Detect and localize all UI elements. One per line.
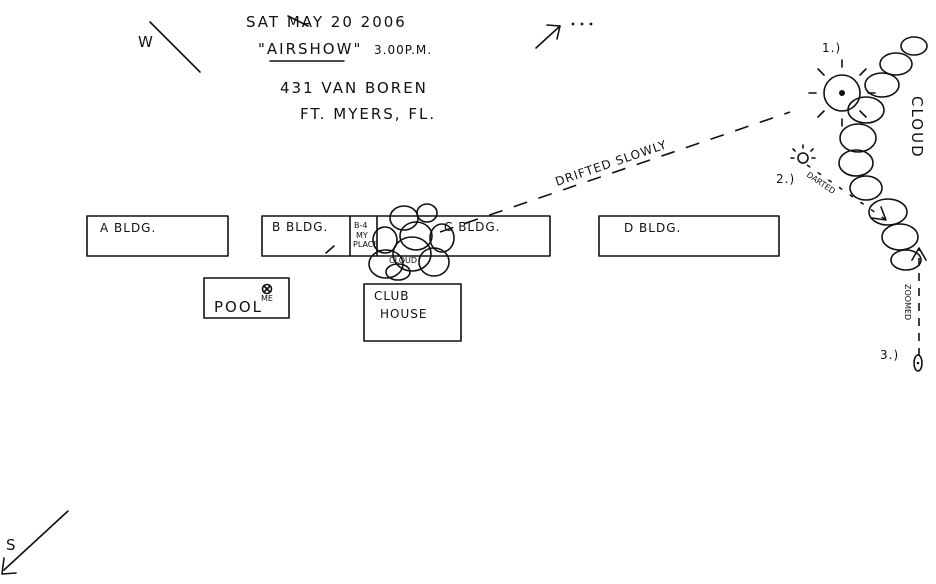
position-1-label: 1.) [822,41,841,55]
club-house-label-line2: HOUSE [380,307,427,321]
position-3-label: 3.) [880,348,899,362]
compass-west-label: W [138,33,155,51]
building-d-label: D BLDG. [624,221,681,235]
header-event: "AIRSHOW" [258,40,362,58]
drift-path-dashed [440,112,790,232]
compass-south-label: S [6,536,18,554]
building-a-label: A BLDG. [100,221,156,235]
header-address-line1: 431 VAN BOREN [280,79,428,97]
position-2-label: 2.) [776,172,795,186]
pointer-tick [326,246,334,253]
me-position-marker [263,285,272,294]
me-label: ME [261,294,273,303]
header-address-line2: FT. MYERS, FL. [300,105,436,123]
club-house-label-line1: CLUB [374,289,409,303]
header-date: SAT MAY 20 2006 [246,13,407,31]
direction-arrow-ne [536,23,592,48]
object-position-3 [914,355,922,371]
object-position-2 [791,145,815,163]
large-cloud-label: CLOUD [908,96,926,159]
compass-west-line [150,22,200,72]
sun-position-1 [809,60,875,126]
unit-b4-label: B-4 [354,221,367,230]
building-b-label: B BLDG. [272,220,328,234]
header-time: 3.00P.M. [374,43,432,57]
drifted-slowly-label: DRIFTED SLOWLY [553,137,669,188]
small-cloud-label: CLOUD [389,256,417,265]
pool-label: POOL [214,298,263,316]
unit-b4-note-line1: MY [356,231,368,240]
zoomed-label: ZOOMED [903,284,912,320]
